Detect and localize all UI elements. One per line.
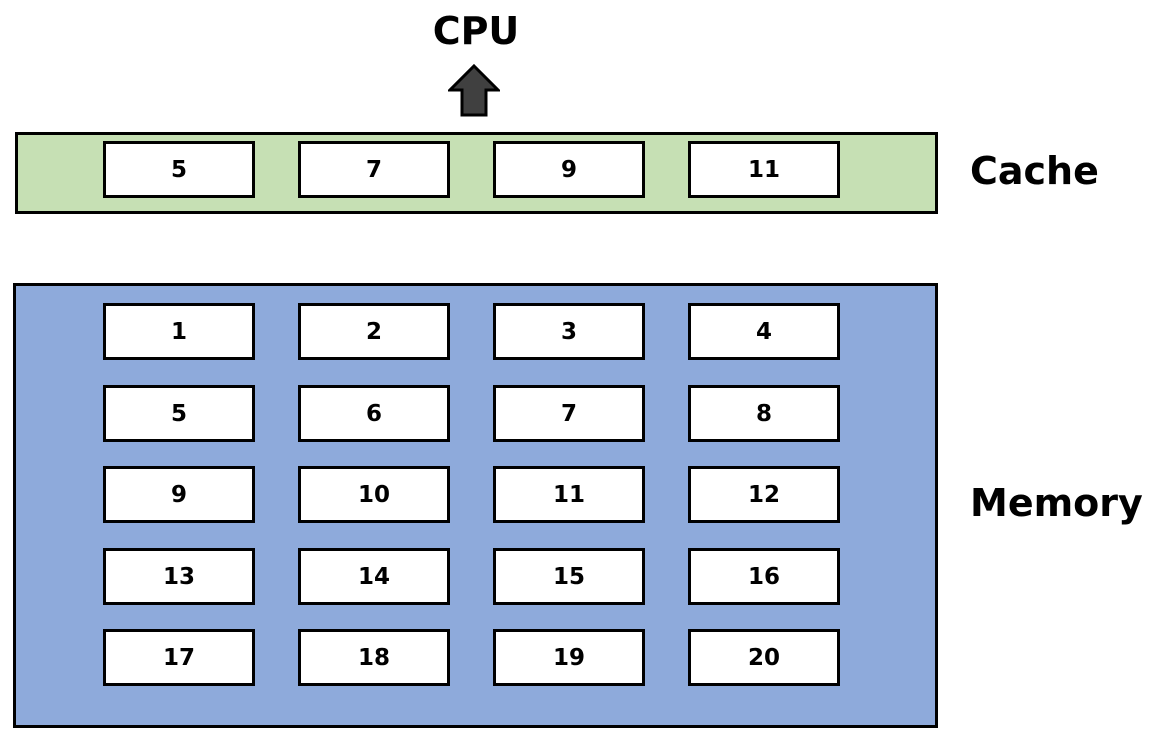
memory-cell: 2 <box>298 303 450 360</box>
cache-cell: 5 <box>103 141 255 198</box>
memory-cell: 10 <box>298 466 450 523</box>
memory-cell: 3 <box>493 303 645 360</box>
memory-cell: 9 <box>103 466 255 523</box>
memory-cell: 11 <box>493 466 645 523</box>
memory-cell: 16 <box>688 548 840 605</box>
memory-cell: 12 <box>688 466 840 523</box>
cache-cell: 11 <box>688 141 840 198</box>
memory-cell: 5 <box>103 385 255 442</box>
cache-cell: 7 <box>298 141 450 198</box>
memory-cell: 19 <box>493 629 645 686</box>
cpu-label: CPU <box>432 9 520 53</box>
up-arrow-icon <box>448 64 500 117</box>
memory-cell: 8 <box>688 385 840 442</box>
cache-cell: 9 <box>493 141 645 198</box>
memory-cell: 7 <box>493 385 645 442</box>
memory-cell: 15 <box>493 548 645 605</box>
memory-cell: 4 <box>688 303 840 360</box>
memory-cell: 17 <box>103 629 255 686</box>
memory-cell: 1 <box>103 303 255 360</box>
memory-cell: 6 <box>298 385 450 442</box>
memory-cell: 20 <box>688 629 840 686</box>
cache-label: Cache <box>970 149 1099 193</box>
memory-cell: 13 <box>103 548 255 605</box>
memory-cell: 18 <box>298 629 450 686</box>
memory-cell: 14 <box>298 548 450 605</box>
memory-label: Memory <box>970 481 1143 525</box>
